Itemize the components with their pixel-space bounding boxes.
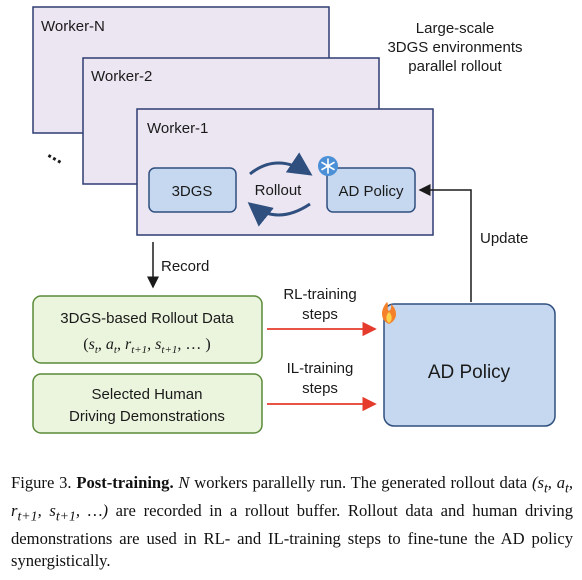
human-demo-line-1: Selected Human (92, 386, 203, 403)
human-demo-line-2: Driving Demonstrations (69, 408, 225, 425)
il-training-arrow: IL-training steps (267, 360, 377, 412)
rollout-data-box: 3DGS-based Rollout Data (st, at, rt+1, s… (32, 295, 263, 364)
inner-policy-box: AD Policy (326, 167, 416, 213)
rl-training-arrow: RL-training steps (267, 286, 377, 337)
update-arrow: Update (418, 184, 528, 302)
env-note-line-2: 3DGS environments (387, 39, 522, 56)
rollout-label: Rollout (255, 182, 303, 199)
il-label-line-2: steps (302, 380, 338, 397)
fire-icon (381, 302, 397, 324)
gs-box-label: 3DGS (172, 183, 213, 200)
env-note-line-3: parallel rollout (408, 58, 502, 75)
worker-2-label: Worker-2 (91, 68, 152, 85)
worker-1-label: Worker-1 (147, 120, 208, 137)
caption-text-2: are recorded in a rollout buffer. Rollou… (11, 500, 573, 571)
main-policy-box: AD Policy (383, 303, 556, 427)
caption-figure-number: Figure 3. (11, 473, 72, 492)
workers-ellipsis: ... (44, 141, 69, 168)
rollout-cycle: Rollout (247, 152, 313, 227)
rollout-data-title: 3DGS-based Rollout Data (60, 310, 234, 327)
record-label: Record (161, 258, 209, 275)
caption-text-1: workers parallelly run. The generated ro… (189, 473, 532, 492)
rl-label-line-2: steps (302, 306, 338, 323)
caption-tuple: (st, at, rt+1, st+1, …) (11, 473, 574, 524)
caption-title: Post-training. (76, 473, 174, 492)
human-demo-box: Selected Human Driving Demonstrations (32, 373, 263, 434)
caption-n: N (178, 473, 190, 492)
il-label-line-1: IL-training (287, 360, 354, 377)
update-label: Update (480, 230, 528, 247)
environment-note: Large-scale 3DGS environments parallel r… (387, 20, 522, 75)
post-training-diagram: Worker-N Worker-2 ... Worker-1 Large-sca… (32, 6, 556, 434)
snowflake-icon (318, 156, 338, 176)
worker-n-label: Worker-N (41, 18, 105, 35)
gs-box: 3DGS (148, 167, 237, 213)
figure-caption: Figure 3. Post-training. N workers paral… (11, 472, 573, 573)
record-arrow: Record (147, 242, 209, 289)
env-note-line-1: Large-scale (416, 20, 494, 37)
rl-label-line-1: RL-training (283, 286, 356, 303)
main-policy-label: AD Policy (428, 362, 511, 383)
inner-policy-label: AD Policy (338, 183, 404, 200)
